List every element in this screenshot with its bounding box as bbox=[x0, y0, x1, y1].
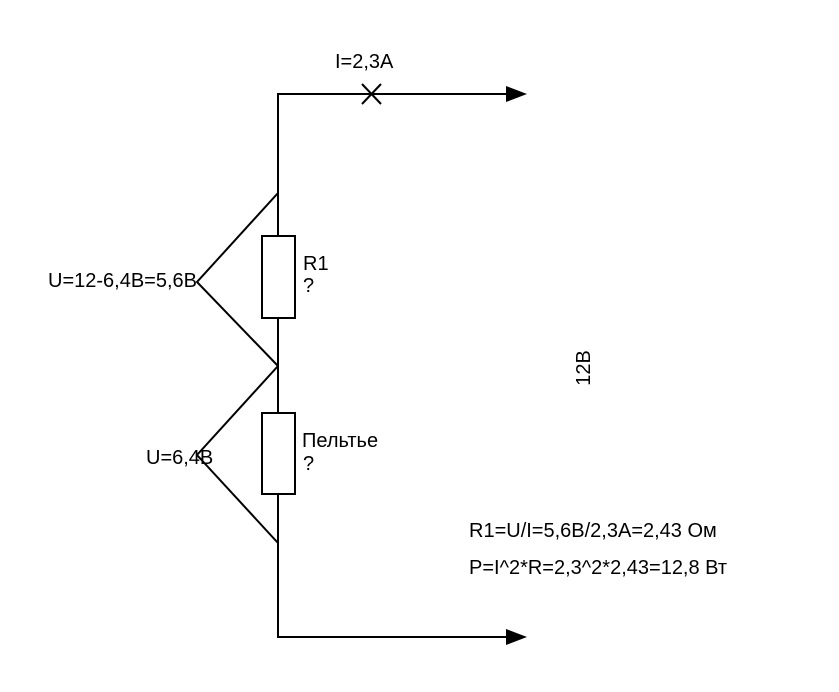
peltier-voltage-label: U=6,4B bbox=[146, 447, 214, 469]
bottom-arrow bbox=[506, 629, 527, 645]
peltier-value-label: ? bbox=[303, 453, 315, 475]
formula-power: P=I^2*R=2,3^2*2,43=12,8 Вт bbox=[469, 557, 728, 579]
top-arrow bbox=[506, 86, 527, 102]
r1-voltage-label: U=12-6,4B=5,6B bbox=[48, 270, 197, 292]
r1-value-label: ? bbox=[303, 275, 315, 297]
supply-voltage-label: 12B bbox=[572, 350, 595, 386]
r1-resistor bbox=[261, 235, 296, 319]
current-label: I=2,3A bbox=[335, 51, 394, 73]
r1-voltage-bracket bbox=[195, 192, 279, 367]
formula-resistance: R1=U/I=5,6B/2,3A=2,43 Ом bbox=[469, 520, 717, 542]
r1-name-label: R1 bbox=[303, 253, 329, 275]
top-wire bbox=[277, 93, 508, 237]
peltier-name-label: Пельтье bbox=[302, 430, 379, 452]
current-marker-line-b bbox=[361, 83, 382, 105]
peltier-voltage-bracket bbox=[195, 365, 279, 544]
peltier-element bbox=[261, 412, 296, 495]
